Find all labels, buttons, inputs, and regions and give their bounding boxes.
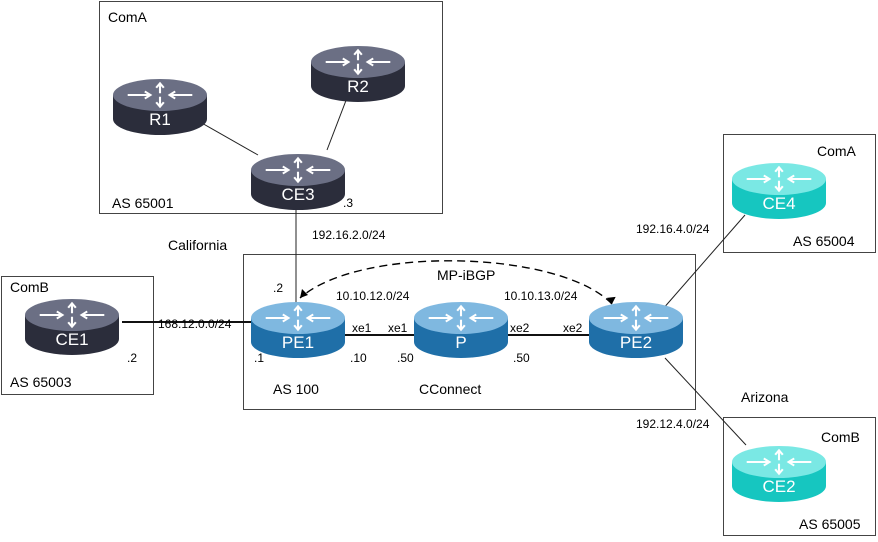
router-name-ce1: CE1	[55, 330, 88, 349]
addr-pe1-to-ce1: .1	[254, 351, 264, 365]
link-r1-ce3	[199, 121, 259, 156]
region-title-coma-top: ComA	[108, 9, 148, 25]
region-as-coma-top: AS 65001	[112, 195, 174, 211]
router-name-r2: R2	[347, 77, 369, 96]
region-box-coma-right	[723, 134, 876, 253]
region-as-comb-left: AS 65003	[10, 374, 72, 390]
addr-p-to-pe2: .50	[513, 351, 530, 365]
router-top	[311, 46, 405, 78]
router-p[interactable]: P	[414, 302, 508, 358]
subnet-ce1-pe1: 168.12.0.0/24	[158, 317, 232, 331]
router-top	[414, 302, 508, 334]
router-r2[interactable]: R2	[311, 46, 405, 102]
router-top	[589, 302, 683, 334]
region-box-comb-right	[723, 417, 876, 536]
link-pe2-ce2	[664, 357, 747, 446]
router-name-r1: R1	[149, 110, 171, 129]
region-title-arizona: Arizona	[741, 389, 789, 405]
region-box-california	[243, 254, 696, 410]
if-pe2-xe2: xe2	[563, 321, 583, 335]
router-ce1[interactable]: CE1	[25, 299, 119, 355]
region-title-comb-left: ComB	[10, 279, 49, 295]
mp-ibgp-arrowhead-pe1	[300, 289, 308, 298]
region-as-coma-right: AS 65004	[793, 233, 855, 249]
addr-ce1: .2	[127, 351, 137, 365]
router-top	[113, 79, 207, 111]
router-pe2[interactable]: PE2	[589, 302, 683, 358]
link-pe2-ce4	[661, 214, 746, 311]
mp-ibgp-session-arc	[299, 260, 613, 305]
router-name-ce3: CE3	[281, 185, 314, 204]
subnet-p-pe2: 10.10.13.0/24	[504, 289, 578, 303]
region-title-coma-right: ComA	[817, 143, 857, 159]
router-name-pe2: PE2	[620, 333, 652, 352]
region-as-comb-right: AS 65005	[799, 516, 861, 532]
router-name-pe1: PE1	[282, 333, 314, 352]
if-pe1-xe1: xe1	[352, 321, 372, 335]
region-title-california: California	[168, 237, 227, 253]
subnet-ce3-pe1: 192.16.2.0/24	[312, 228, 386, 242]
subnet-pe2-ce2: 192.12.4.0/24	[636, 417, 710, 431]
mp-ibgp-label: MP-iBGP	[437, 267, 495, 283]
mp-ibgp-arrowhead-pe2	[606, 296, 616, 304]
router-name-ce4: CE4	[762, 194, 795, 213]
region-as-california: AS 100	[273, 381, 319, 397]
addr-pe1-to-p: .10	[350, 351, 367, 365]
subnet-pe1-p: 10.10.12.0/24	[336, 289, 410, 303]
router-top	[251, 302, 345, 334]
router-top	[251, 154, 345, 186]
router-ce2[interactable]: CE2	[732, 446, 826, 502]
addr-pe1-to-ce3: .2	[273, 281, 283, 295]
router-ce3[interactable]: CE3	[251, 154, 345, 210]
router-ce4[interactable]: CE4	[732, 163, 826, 219]
router-pe1[interactable]: PE1	[251, 302, 345, 358]
region-box-coma-top	[99, 1, 443, 214]
router-top	[25, 299, 119, 331]
if-p-xe1: xe1	[388, 321, 408, 335]
subnet-pe2-ce4: 192.16.4.0/24	[636, 222, 710, 236]
region-title-comb-right: ComB	[821, 429, 860, 445]
router-top	[732, 446, 826, 478]
region-box-comb-left	[1, 276, 154, 395]
addr-ce3: .3	[343, 196, 353, 210]
router-name-p: P	[455, 333, 466, 352]
router-name-ce2: CE2	[762, 477, 795, 496]
router-r1[interactable]: R1	[113, 79, 207, 135]
if-p-xe2: xe2	[510, 321, 530, 335]
router-top	[732, 163, 826, 195]
provider-name: CConnect	[419, 381, 481, 397]
addr-p-to-pe1: .50	[397, 351, 414, 365]
